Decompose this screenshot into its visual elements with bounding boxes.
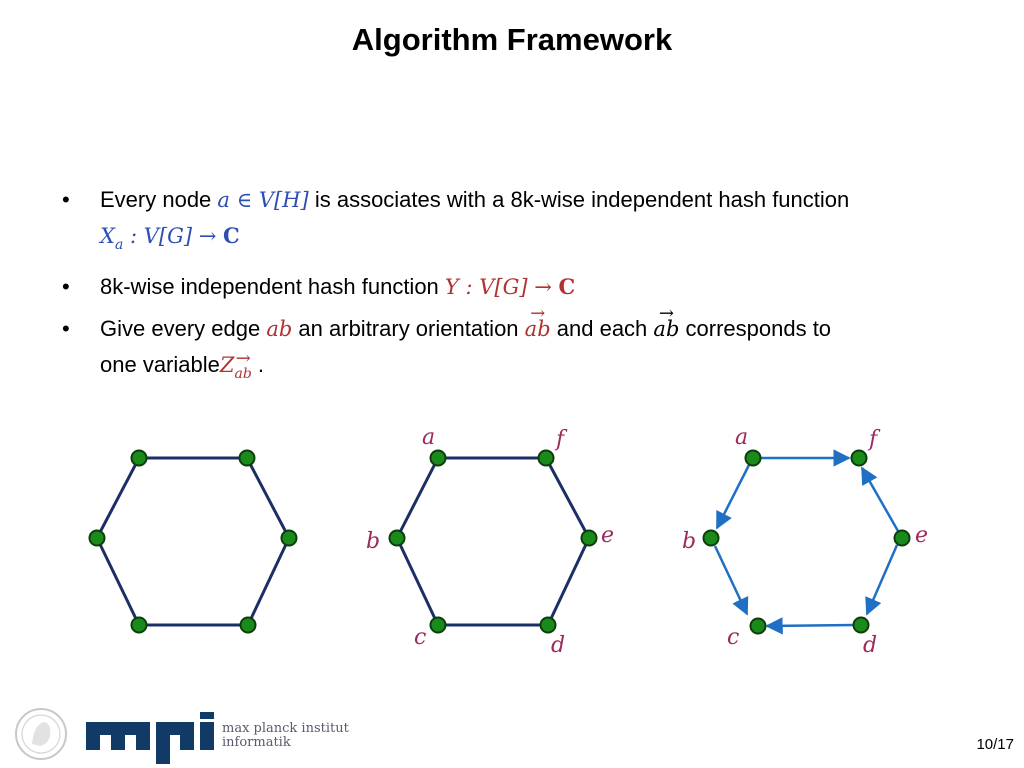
graph-node-f: [537, 449, 555, 467]
graph-node-c: [429, 616, 447, 634]
graph-node-e: [580, 529, 598, 547]
node-label-f: f: [554, 427, 568, 452]
math-x-bold: C: [223, 223, 240, 248]
math-x-rest: : V[G] →: [130, 224, 217, 248]
math-x-main: X: [100, 224, 115, 248]
directed-edge-a-b: [715, 464, 751, 530]
graph-edge: [95, 537, 141, 626]
graph-node: [130, 616, 148, 634]
math-z-sub: ab: [234, 356, 251, 392]
bullet-item-1: • Every node a ∈ V[H] is associates with…: [62, 182, 992, 263]
hexagon-graph-plain: [88, 449, 298, 634]
bullet-text: 8k-wise independent hash function: [100, 274, 439, 299]
directed-edge-b-c: [713, 545, 749, 616]
graph-edge: [546, 537, 591, 626]
bullet-text: an arbitrary orientation: [298, 316, 519, 341]
node-label-d: d: [551, 633, 565, 658]
graph-edge: [544, 457, 591, 539]
node-label-c: c: [414, 625, 426, 650]
node-label-e: e: [601, 523, 614, 548]
bullet-text: one variable: [100, 352, 220, 377]
bullet-marker: •: [62, 316, 70, 341]
graph-node-b: [702, 529, 720, 547]
bullet-list: • Every node a ∈ V[H] is associates with…: [62, 182, 992, 392]
graph-edge: [95, 457, 141, 539]
math-hash-function-y: Y : V[G] → C: [444, 274, 576, 299]
bullet-item-3: • Give every edge ab an arbitrary orient…: [62, 311, 992, 392]
graph-node: [239, 616, 257, 634]
logo-text-line2: informatik: [222, 735, 291, 750]
math-y-bold: C: [558, 274, 576, 299]
node-label-b: b: [682, 529, 696, 554]
mpi-logo: max planck institut informatik: [15, 708, 350, 764]
node-label-a: a: [735, 425, 748, 450]
math-oriented-edge-each: ab: [653, 311, 679, 347]
logo-text-line1: max planck institut: [222, 721, 350, 736]
directed-edge-e-d: [865, 544, 899, 616]
graph-edge: [395, 457, 440, 539]
bullet-text: corresponds to: [685, 316, 832, 341]
directed-edge-d-c: [765, 617, 855, 635]
graph-node: [238, 449, 256, 467]
bullet-text: is associates with a 8k-wise independent…: [314, 187, 850, 212]
hexagon-graph-labeled: a f b e c d: [366, 425, 614, 658]
node-label-e: e: [915, 523, 928, 548]
graph-node-c: [749, 617, 767, 635]
graph-edge: [246, 537, 291, 626]
node-label-b: b: [366, 529, 380, 554]
math-variable-z: Zab: [219, 353, 252, 382]
graph-node-a: [744, 449, 762, 467]
graph-node-d: [852, 616, 870, 634]
math-y-main: Y : V[G] →: [444, 275, 552, 299]
node-label-f: f: [867, 427, 881, 452]
math-x-sub: a: [114, 237, 124, 253]
graph-node: [280, 529, 298, 547]
math-z-main: Z: [219, 353, 235, 377]
node-label-a: a: [422, 425, 435, 450]
graph-node-e: [893, 529, 911, 547]
node-label-c: c: [727, 625, 739, 650]
math-node-set: a ∈ V[H]: [217, 188, 309, 212]
graph-edge: [395, 537, 440, 626]
graph-edge: [245, 457, 291, 539]
bullet-line-2: one variableZab .: [100, 347, 992, 392]
graph-figures: a f b e c d a f b: [0, 410, 1024, 670]
bullet-marker: •: [62, 187, 70, 212]
slide-title: Algorithm Framework: [351, 22, 673, 57]
node-label-d: d: [863, 633, 877, 658]
math-oriented-edge: ab: [525, 311, 551, 347]
math-edge: ab: [266, 317, 293, 341]
bullet-item-2: • 8k-wise independent hash function Y : …: [62, 269, 992, 305]
bullet-text: Give every edge: [100, 316, 261, 341]
directed-edge-e-f: [860, 466, 900, 532]
graph-node: [130, 449, 148, 467]
graph-node-b: [388, 529, 406, 547]
bullet-text: Every node: [100, 187, 212, 212]
graph-node-d: [539, 616, 557, 634]
math-hash-function-x: Xa : V[G] → C: [100, 218, 992, 263]
bullet-text: .: [257, 352, 265, 377]
mpi-wordmark-icon: [86, 712, 214, 764]
minerva-seal-icon: [15, 708, 67, 760]
graph-node: [88, 529, 106, 547]
hexagon-graph-directed: a f b e c d: [682, 425, 928, 658]
bullet-text: and each: [556, 316, 648, 341]
graph-node-f: [850, 449, 868, 467]
graph-node-a: [429, 449, 447, 467]
page-number: 10/17: [976, 736, 1014, 753]
bullet-marker: •: [62, 274, 70, 299]
